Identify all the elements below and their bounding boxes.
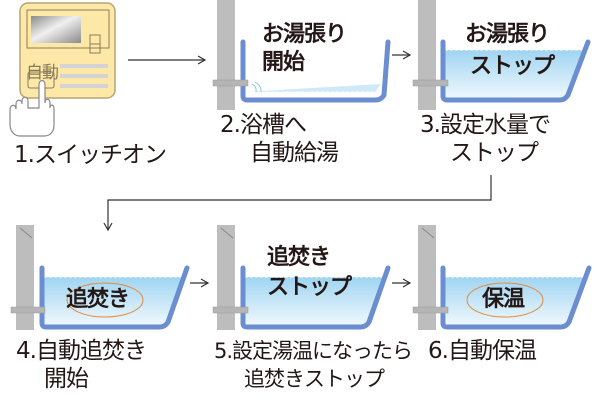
- tub-outline: [240, 265, 391, 330]
- water-full: [443, 50, 584, 100]
- faucet-pipe: [412, 79, 449, 87]
- step-2-inner-line-2: 開始: [262, 50, 305, 75]
- step-3-inner-line-2: ストップ: [470, 54, 555, 79]
- faucet-pipe: [212, 79, 249, 87]
- step-4-inner-line-1: 追焚き: [66, 287, 130, 312]
- control-panel-icon: [19, 2, 116, 99]
- step-5-inner-line-1: 追焚き: [267, 245, 331, 270]
- panel-screen: [31, 16, 81, 43]
- step-2-caption-line-2: 自動給湯: [250, 140, 339, 166]
- step-2-caption-line-1: 2.浴槽へ: [220, 112, 307, 138]
- faucet-pipe: [10, 306, 46, 314]
- water-full: [444, 277, 585, 327]
- faucet-pipe: [212, 306, 249, 314]
- wall: [217, 225, 235, 330]
- wall: [418, 0, 436, 110]
- step-6-caption: 6.自動保温: [428, 338, 537, 364]
- wall: [16, 225, 34, 330]
- water-full: [243, 277, 384, 327]
- step-3-caption-line-2: ストップ: [450, 140, 539, 166]
- bathtub-step-5: [212, 225, 391, 330]
- step-3-caption-line-1: 3.設定水量で: [420, 112, 551, 138]
- water-full: [42, 277, 183, 327]
- step-1-caption: 1.スイッチオン: [14, 142, 167, 168]
- step-4-caption-line-2: 開始: [44, 366, 89, 392]
- hand-pointer-icon: [9, 79, 55, 137]
- bathtub-step-3: [412, 0, 591, 110]
- circulation-arrows-icon: [466, 282, 544, 318]
- step-3-inner-line-1: お湯張り: [465, 22, 550, 47]
- water-flow-icon: [251, 81, 262, 93]
- step-5-inner-line-2: ストップ: [267, 275, 352, 300]
- step-4-caption-line-1: 4.自動追焚き: [16, 338, 147, 364]
- panel-auto-button-label: 自動: [26, 63, 59, 83]
- water-shallow: [244, 84, 381, 92]
- tub-outline: [39, 265, 190, 330]
- step-6-inner-line-1: 保温: [482, 287, 525, 312]
- arrow-3-to-4: [103, 175, 492, 232]
- tub-outline: [240, 39, 391, 103]
- bathtub-step-2: [212, 0, 391, 110]
- step-5-caption-line-2: 追焚きストップ: [244, 367, 385, 391]
- bathtub-step-4: [10, 225, 190, 330]
- tub-outline: [440, 39, 591, 103]
- step-2-inner-line-1: お湯張り: [262, 22, 347, 47]
- faucet-pipe: [412, 306, 449, 314]
- wall: [217, 0, 235, 110]
- wall: [418, 225, 436, 330]
- circulation-arrows-icon: [66, 282, 144, 318]
- bathtub-step-6: [412, 225, 592, 330]
- tub-outline: [440, 265, 592, 330]
- step-5-caption-line-1: 5.設定湯温になったら: [214, 339, 413, 363]
